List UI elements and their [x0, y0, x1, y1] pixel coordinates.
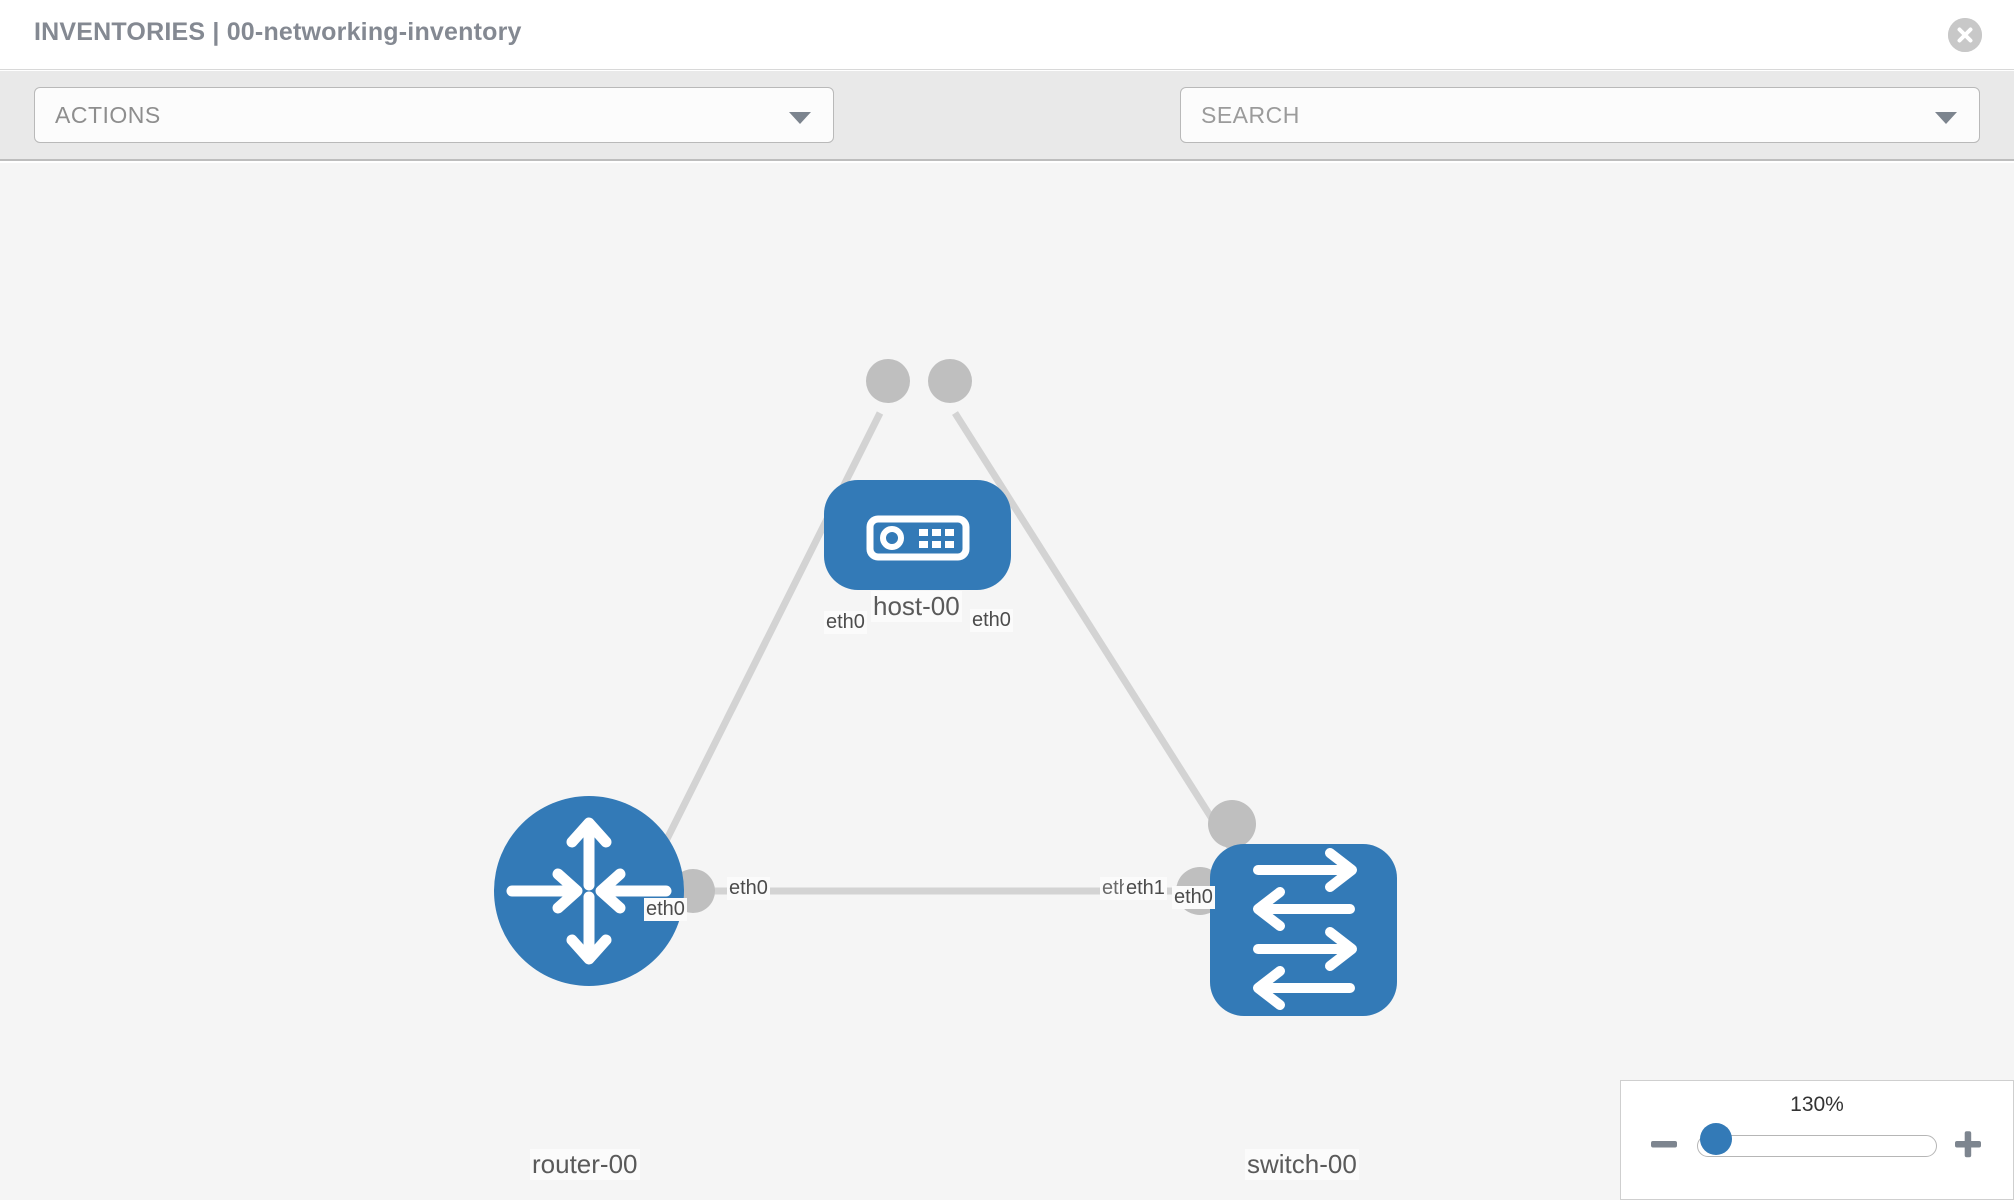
- edge-host-switch: [952, 411, 1243, 865]
- port-host-right: [928, 359, 972, 403]
- port-host-left: [866, 359, 910, 403]
- toolbar: ACTIONS: [0, 71, 2014, 200]
- chevron-down-icon[interactable]: [1935, 112, 1957, 124]
- node-label-router: router-00: [530, 1149, 640, 1180]
- zoom-slider-thumb[interactable]: [1700, 1123, 1732, 1155]
- iface-label: eth0: [1172, 886, 1215, 909]
- node-label-host: host-00: [871, 591, 962, 622]
- iface-label: eth0: [727, 877, 770, 900]
- actions-dropdown[interactable]: ACTIONS: [34, 87, 834, 143]
- iface-label: eth0: [970, 609, 1013, 632]
- chevron-down-icon: [789, 112, 811, 124]
- node-label-switch: switch-00: [1245, 1149, 1359, 1180]
- iface-label: eth1: [1124, 877, 1167, 900]
- zoom-control-panel: 130%: [1620, 1080, 2014, 1200]
- page-header: INVENTORIES | 00-networking-inventory: [0, 0, 2014, 70]
- close-icon[interactable]: [1948, 18, 1982, 52]
- zoom-level-value: 130%: [1790, 1093, 1844, 1116]
- minus-icon[interactable]: [1647, 1127, 1681, 1161]
- topology-ports: [671, 359, 1256, 915]
- node-router-00[interactable]: [494, 796, 684, 986]
- search-input[interactable]: [1201, 88, 1901, 142]
- zoom-slider-track[interactable]: [1697, 1135, 1937, 1157]
- actions-dropdown-label: ACTIONS: [55, 102, 161, 128]
- node-host-00[interactable]: [824, 480, 1011, 590]
- port-switch-top: [1208, 800, 1256, 848]
- iface-label: eth0: [644, 898, 687, 921]
- page-title: INVENTORIES | 00-networking-inventory: [34, 18, 522, 46]
- topology-graph: [494, 359, 1397, 1016]
- node-switch-00[interactable]: [1210, 844, 1397, 1016]
- search-box[interactable]: [1180, 87, 1980, 143]
- plus-icon[interactable]: [1951, 1127, 1985, 1161]
- topology-canvas[interactable]: eth0 eth0 eth0 eth0 eth0 eth0 eth1 host-…: [0, 163, 2014, 1200]
- iface-label: eth0: [824, 611, 867, 634]
